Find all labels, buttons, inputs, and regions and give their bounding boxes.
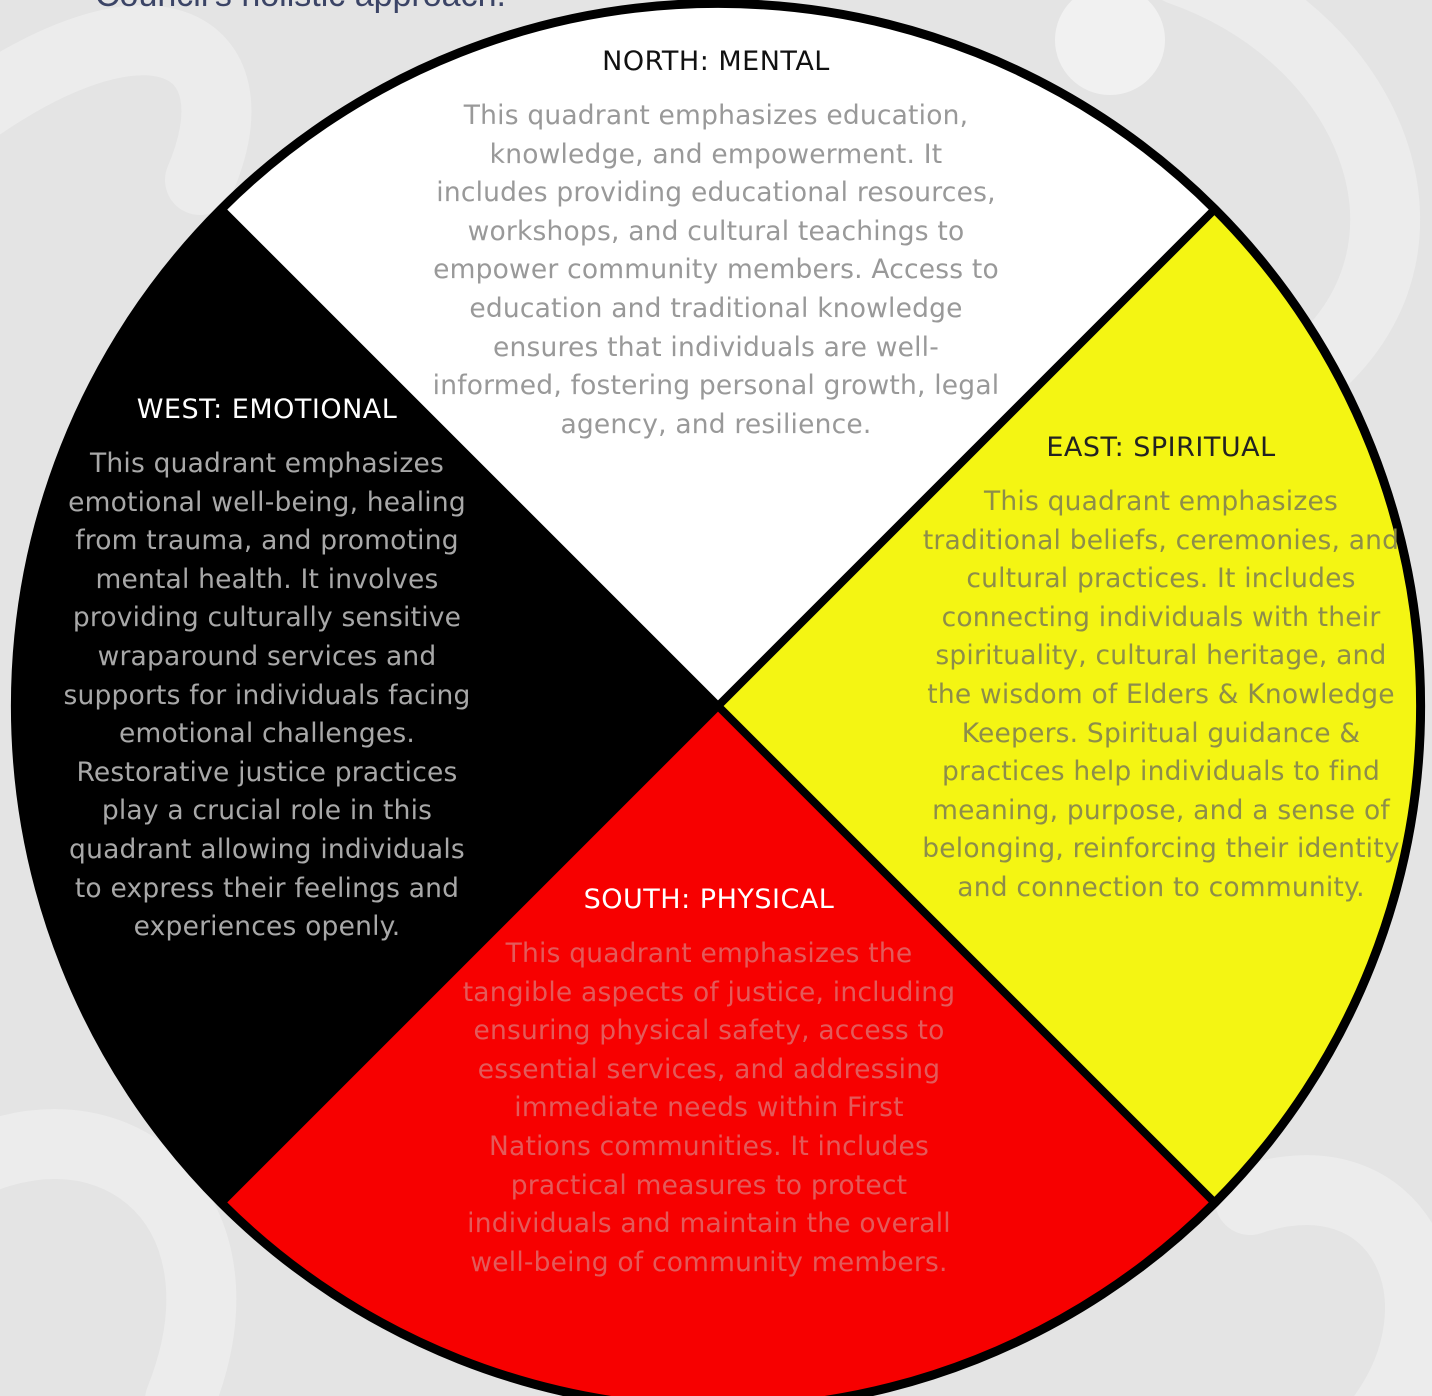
south-quadrant-text: SOUTH: PHYSICAL This quadrant emphasizes…	[460, 884, 958, 1282]
page-heading: Council's holistic approach.	[95, 0, 506, 15]
east-description: This quadrant emphasizes traditional bel…	[922, 486, 1400, 903]
south-description: This quadrant emphasizes the tangible as…	[462, 938, 956, 1278]
east-quadrant	[718, 209, 1421, 1203]
west-title: WEST: EMOTIONAL	[136, 394, 398, 425]
east-quadrant-text: EAST: SPIRITUAL This quadrant emphasizes…	[912, 432, 1410, 908]
north-description: This quadrant emphasizes education, know…	[432, 100, 1000, 440]
divider-line	[217, 205, 1219, 1207]
south-quadrant	[221, 706, 1215, 1396]
north-title: NORTH: MENTAL	[602, 46, 830, 77]
north-quadrant	[221, 3, 1215, 707]
west-description: This quadrant emphasizes emotional well-…	[63, 448, 471, 943]
east-title: EAST: SPIRITUAL	[1046, 432, 1276, 463]
west-quadrant	[15, 209, 718, 1203]
west-quadrant-text: WEST: EMOTIONAL This quadrant emphasizes…	[52, 394, 482, 947]
south-title: SOUTH: PHYSICAL	[583, 884, 835, 915]
wheel-outline	[11, 0, 1425, 1396]
north-quadrant-text: NORTH: MENTAL This quadrant emphasizes e…	[432, 46, 1000, 444]
